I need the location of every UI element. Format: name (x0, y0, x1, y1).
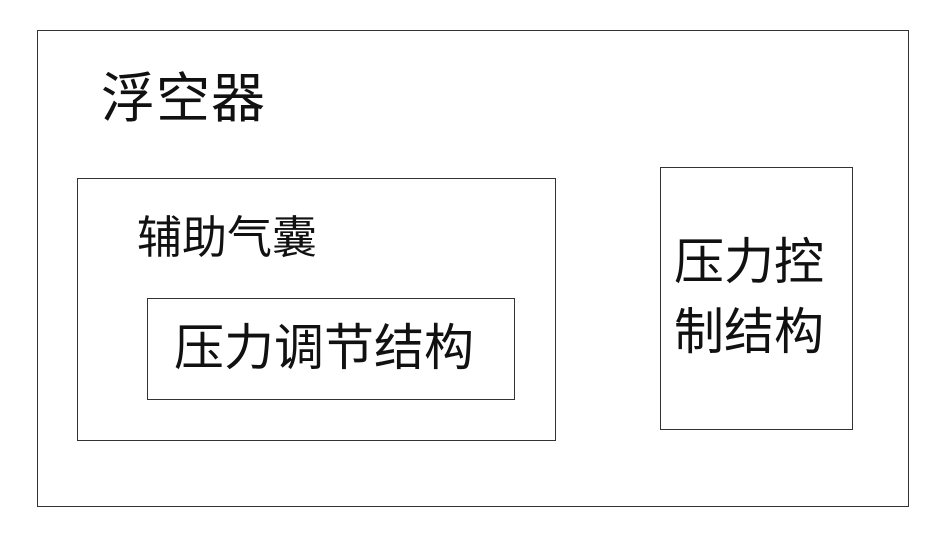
pressure-control-structure-label-line-1: 压力控 (674, 237, 824, 287)
pressure-control-structure-box (660, 167, 853, 430)
pressure-control-structure-label-line-2: 制结构 (674, 307, 824, 357)
pressure-adjust-structure-label: 压力调节结构 (174, 323, 474, 373)
aerostat-label: 浮空器 (101, 72, 266, 126)
auxiliary-airbag-label: 辅助气囊 (137, 215, 317, 260)
